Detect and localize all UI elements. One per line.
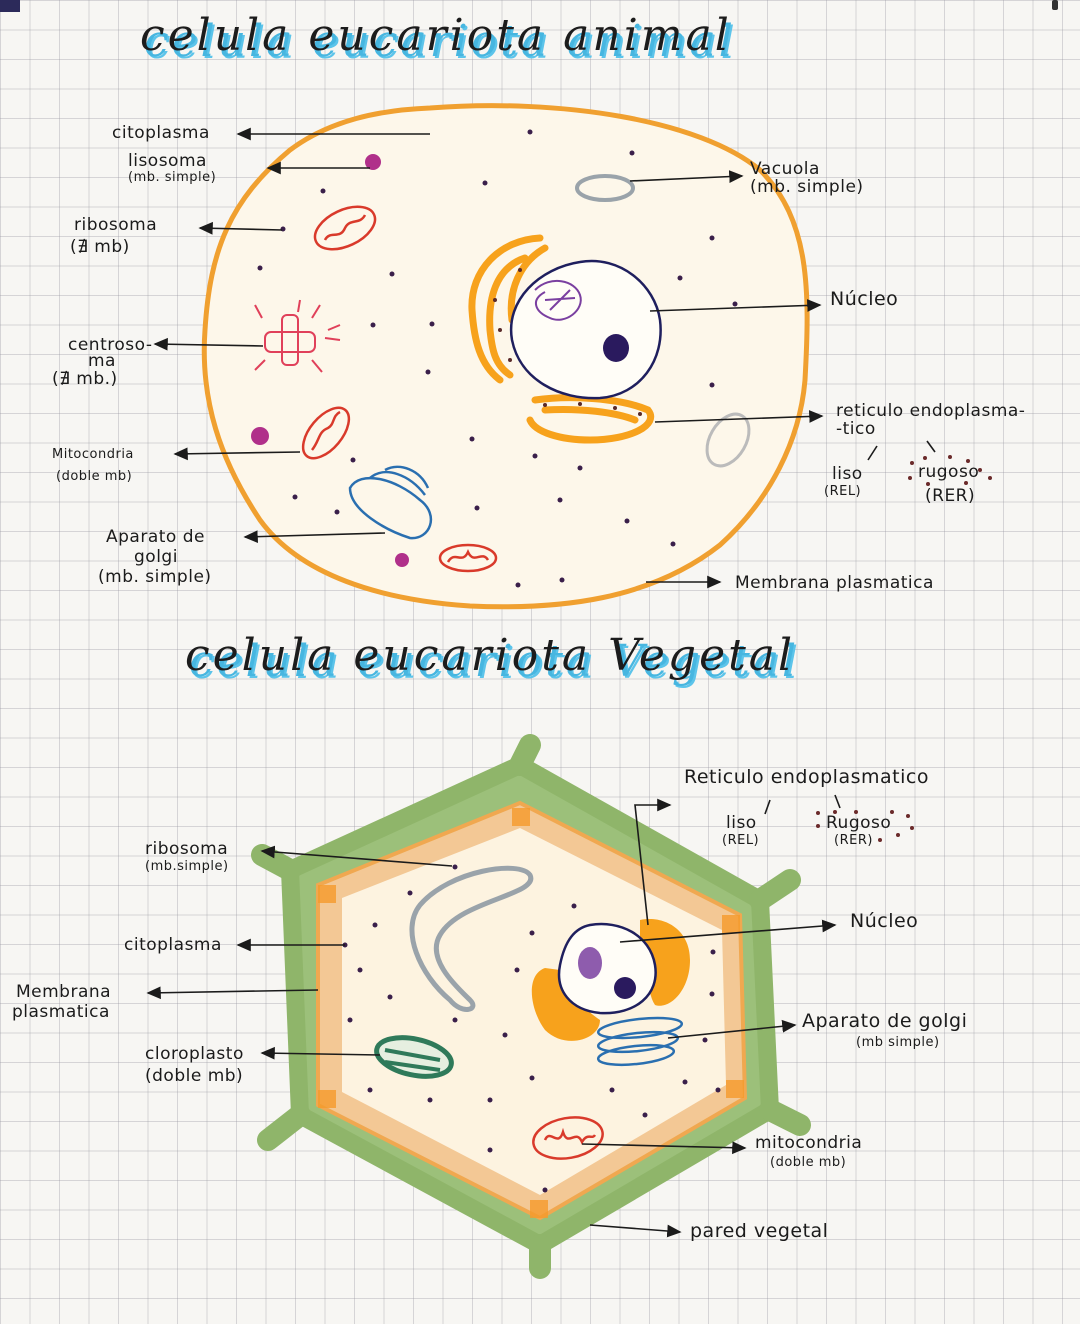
label-mitocondria: Mitocondria bbox=[52, 447, 134, 462]
animal-cell-title: celula eucariota animal bbox=[140, 10, 732, 61]
animal-vacuole-right bbox=[705, 412, 751, 468]
label-lisosoma-note: (mb. simple) bbox=[128, 170, 217, 185]
animal-golgi bbox=[348, 465, 432, 540]
plant-rer-label-dots bbox=[816, 810, 914, 842]
label-plant-citoplasma: citoplasma bbox=[124, 935, 222, 955]
plant-pointer-lines bbox=[146, 794, 841, 1238]
label-plant-reticulo: Reticulo endoplasmatico bbox=[684, 766, 929, 788]
animal-mitochondrion bbox=[301, 406, 351, 460]
animal-rough-er bbox=[468, 234, 549, 384]
notebook-corner-tab bbox=[0, 0, 20, 12]
animal-mitochondrion bbox=[313, 205, 377, 251]
animal-ribosomes bbox=[257, 129, 738, 588]
label-plant-liso-note: (REL) bbox=[722, 833, 760, 848]
animal-mitochondrion bbox=[438, 543, 498, 573]
animal-pointer-lines bbox=[153, 127, 936, 589]
plant-nucleus bbox=[557, 922, 657, 1015]
label-vacuola: Vacuola bbox=[750, 159, 820, 179]
label-reticulo-cont: -tico bbox=[836, 419, 876, 439]
plant-nucleolus bbox=[614, 977, 636, 999]
animal-centrosome bbox=[254, 299, 341, 373]
label-plant-mitocondria-note: (doble mb) bbox=[770, 1155, 847, 1170]
label-centrosoma-note: (∄ mb.) bbox=[52, 369, 118, 389]
label-liso-note: (REL) bbox=[824, 484, 862, 499]
animal-plasma-membrane bbox=[201, 103, 810, 610]
label-plant-rugoso: Rugoso bbox=[826, 813, 892, 833]
plant-chloroplast bbox=[374, 1035, 454, 1079]
label-plant-rugoso-note: (RER) bbox=[834, 833, 873, 848]
label-lisosoma: lisosoma bbox=[128, 151, 207, 171]
plant-cytoplasm bbox=[342, 828, 726, 1195]
label-membrana: Membrana plasmatica bbox=[735, 573, 934, 593]
animal-lysosome bbox=[365, 154, 381, 170]
animal-lysosome bbox=[395, 553, 409, 567]
animal-lysosome bbox=[251, 427, 269, 445]
label-plant-ribosoma: ribosoma bbox=[145, 839, 229, 859]
label-vacuola-note: (mb. simple) bbox=[750, 177, 864, 197]
label-reticulo: reticulo endoplasma- bbox=[836, 401, 1026, 421]
label-ribosoma-note: (∄ mb) bbox=[70, 237, 130, 257]
animal-chromatin bbox=[534, 280, 582, 321]
label-plant-membrana: Membrana bbox=[16, 982, 112, 1002]
label-plant-golgi-note: (mb simple) bbox=[856, 1035, 940, 1050]
plant-golgi bbox=[596, 1016, 684, 1067]
plant-ribosomes bbox=[342, 864, 721, 1193]
label-plant-ribosoma-note: (mb.simple) bbox=[145, 859, 229, 874]
label-mitocondria-note: (doble mb) bbox=[56, 469, 133, 484]
plant-mitochondrion bbox=[532, 1116, 604, 1160]
label-plant-cloroplasto-note: (doble mb) bbox=[145, 1066, 244, 1086]
label-rugoso-note: (RER) bbox=[925, 486, 976, 506]
label-plant-nucleo: Núcleo bbox=[850, 910, 919, 932]
animal-vacuole-top bbox=[575, 174, 635, 202]
label-liso: liso bbox=[832, 464, 863, 484]
label-plant-pared: pared vegetal bbox=[690, 1220, 829, 1242]
plant-chromatin bbox=[578, 947, 602, 979]
label-plant-cloroplasto: cloroplasto bbox=[145, 1044, 244, 1064]
label-centrosoma: centroso- bbox=[68, 335, 153, 355]
label-golgi-note: (mb. simple) bbox=[98, 567, 212, 587]
plant-vacuole bbox=[409, 865, 534, 1012]
label-golgi: Aparato de bbox=[106, 527, 205, 547]
rer-label-dots bbox=[908, 455, 992, 486]
animal-cell bbox=[201, 103, 810, 610]
label-nucleo: Núcleo bbox=[830, 288, 899, 310]
label-rugoso: rugoso bbox=[918, 462, 980, 482]
animal-nucleolus bbox=[603, 334, 629, 362]
notebook-corner-mark bbox=[1052, 0, 1058, 10]
label-plant-membrana-cont: plasmatica bbox=[12, 1002, 110, 1022]
label-citoplasma: citoplasma bbox=[112, 123, 210, 143]
label-golgi-cont: golgi bbox=[134, 547, 178, 567]
label-plant-liso: liso bbox=[726, 813, 757, 833]
label-ribosoma: ribosoma bbox=[74, 215, 158, 235]
label-plant-golgi: Aparato de golgi bbox=[802, 1010, 968, 1032]
animal-nucleus bbox=[509, 259, 662, 400]
plant-cell-title: celula eucariota Vegetal bbox=[185, 630, 796, 681]
er-ribosome-dots bbox=[493, 268, 642, 416]
label-centrosoma-cont: ma bbox=[88, 351, 116, 371]
plant-cell bbox=[251, 734, 811, 1279]
label-plant-mitocondria: mitocondria bbox=[755, 1133, 863, 1153]
